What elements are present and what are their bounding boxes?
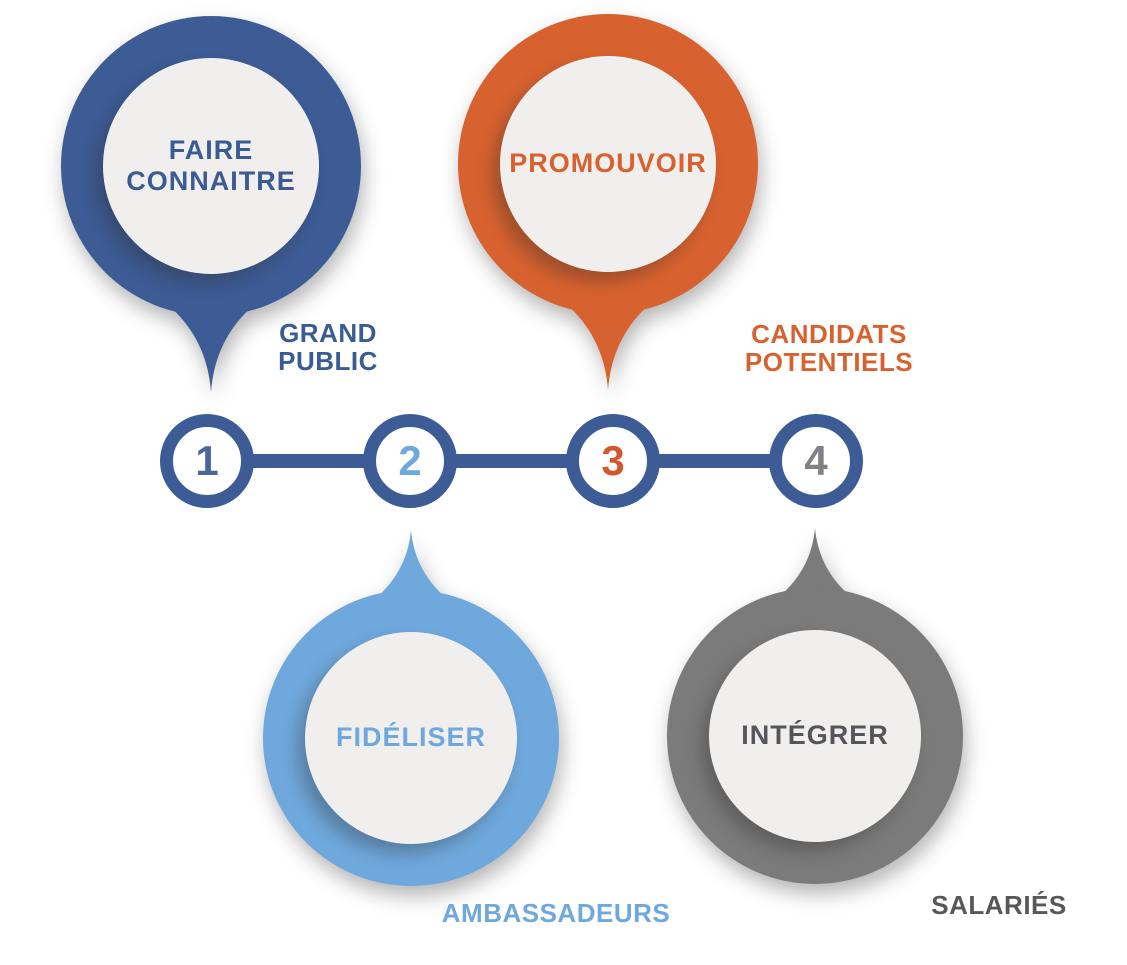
audience-label-ambassadeurs: AMBASSADEURS	[441, 898, 671, 928]
timeline-node-1: 1	[160, 414, 254, 508]
balloon-step-2-action: FIDÉLISER	[335, 722, 486, 753]
balloon-inner-circle	[305, 632, 517, 844]
timeline-node-3: 3	[566, 414, 660, 508]
timeline-node-4: 4	[769, 414, 863, 508]
timeline-connector-line	[207, 454, 816, 468]
audience-label-grand-public: GRAND PUBLIC	[278, 318, 378, 377]
balloon-step-4-action: INTÉGRER	[741, 720, 889, 751]
balloon-inner-circle	[709, 630, 921, 842]
balloon-inner-circle	[103, 58, 319, 274]
balloon-step-3-action: PROMOUVOIR	[509, 148, 707, 179]
step-number: 1	[195, 437, 219, 484]
balloon-step-1: FAIRE CONNAITRE	[61, 16, 361, 394]
step-number: 3	[601, 437, 625, 484]
balloon-inner-circle	[500, 56, 716, 272]
balloon-step-2: FIDÉLISER	[261, 528, 561, 888]
balloon-step-4: INTÉGRER	[665, 526, 965, 886]
audience-label-candidats-potentiels: CANDIDATS POTENTIELS	[744, 319, 914, 378]
balloon-step-1-action: FAIRE CONNAITRE	[126, 134, 296, 196]
step-number: 2	[398, 437, 422, 484]
audience-label-salaries: SALARIÉS	[931, 890, 1067, 920]
timeline-node-2: 2	[363, 414, 457, 508]
balloon-step-3: PROMOUVOIR	[458, 14, 758, 392]
step-number: 4	[804, 437, 828, 484]
